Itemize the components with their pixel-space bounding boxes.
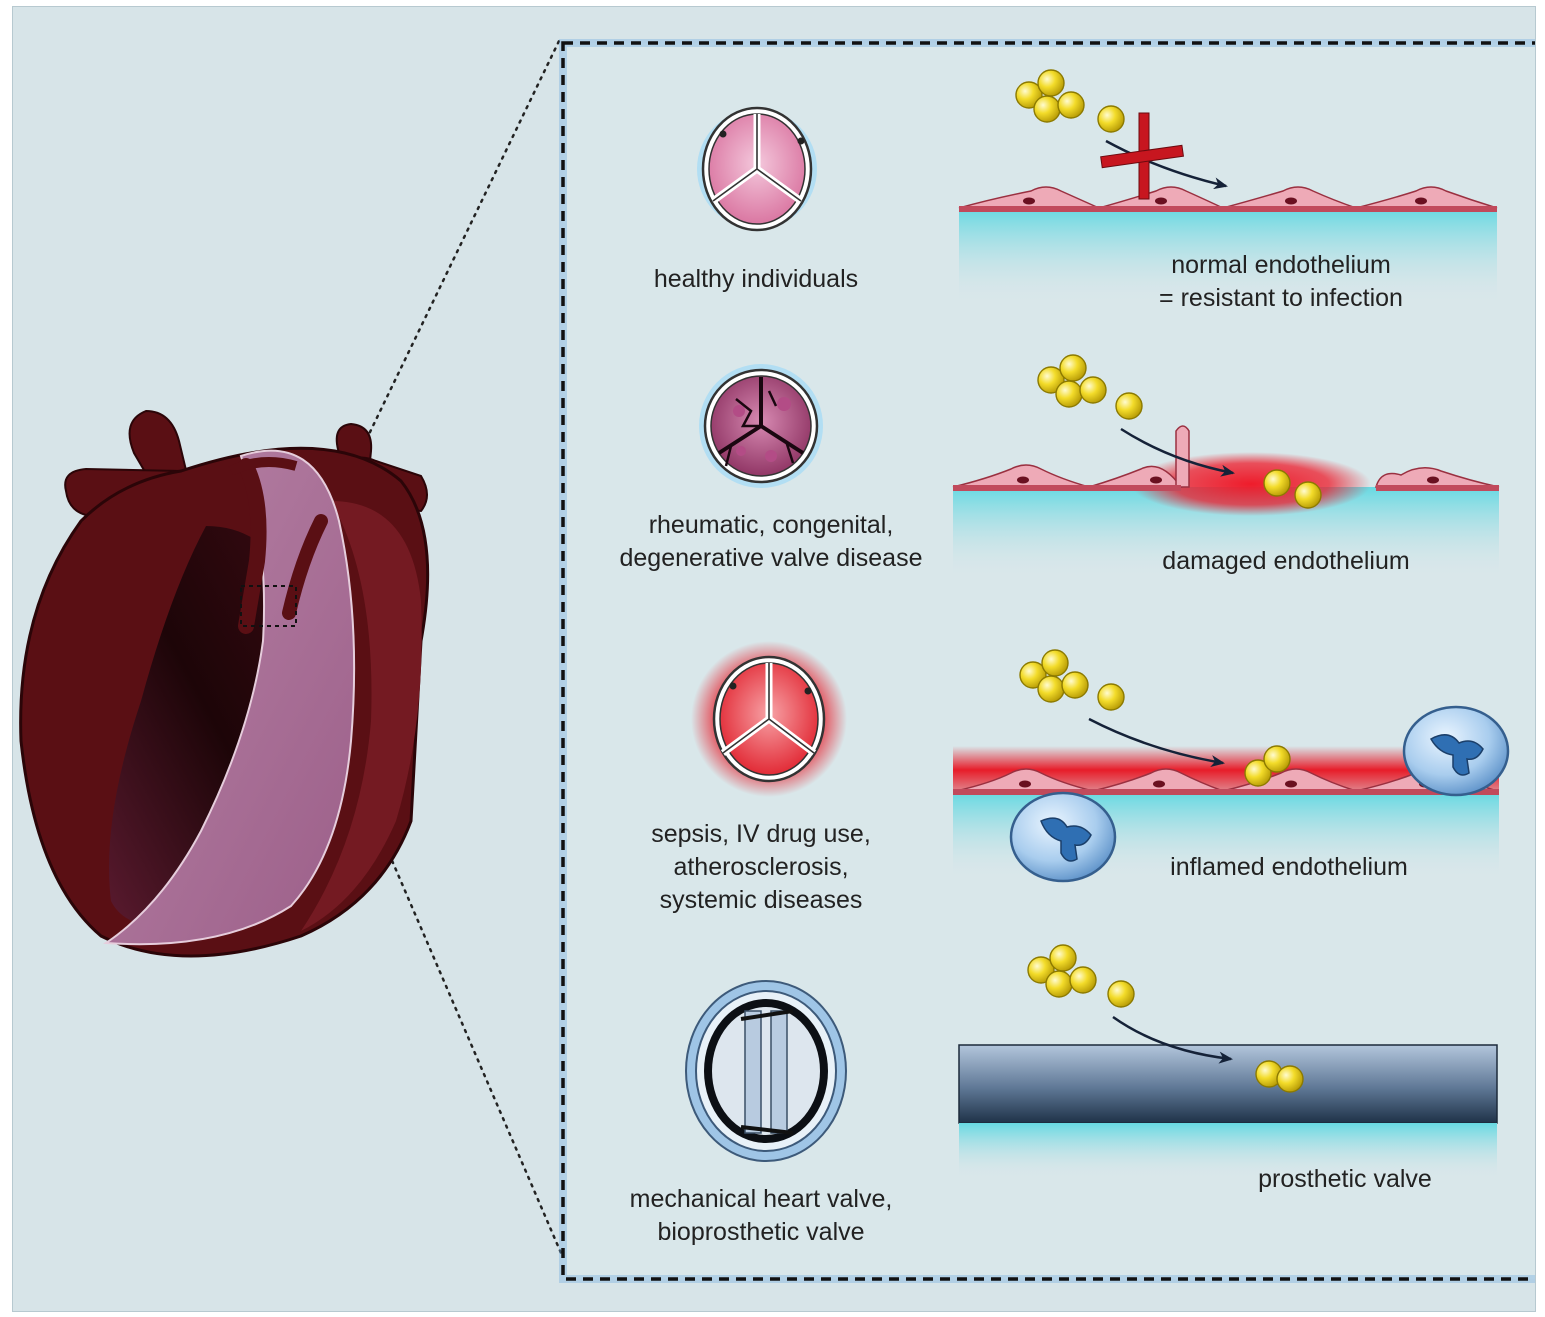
diagram-svg	[13, 7, 1536, 1312]
heart-illustration	[21, 411, 428, 956]
bacterium	[1295, 482, 1321, 508]
aortic-valve-damaged-icon	[699, 364, 823, 488]
condition-label-inflamed: sepsis, IV drug use, atherosclerosis, sy…	[616, 818, 906, 917]
aortic-valve-icon	[697, 108, 817, 230]
figure-canvas: healthy individuals normal endothelium =…	[12, 6, 1536, 1312]
endothelium-label-prosthetic: prosthetic valve	[1235, 1163, 1455, 1196]
condition-label-damaged: rheumatic, congenital, degenerative valv…	[601, 509, 941, 575]
leukocyte-icon	[1011, 793, 1115, 881]
bacterium	[1264, 470, 1290, 496]
bacterium	[1277, 1066, 1303, 1092]
endothelium-label-inflamed: inflamed endothelium	[1151, 851, 1427, 884]
bacterium	[1108, 981, 1134, 1007]
condition-label-healthy: healthy individuals	[621, 263, 891, 296]
condition-label-prosthetic: mechanical heart valve, bioprosthetic va…	[606, 1183, 916, 1249]
bacterium	[1098, 106, 1124, 132]
leukocyte-icon	[1404, 707, 1508, 795]
bacterium	[1116, 393, 1142, 419]
aortic-valve-inflamed-icon	[691, 641, 847, 797]
endothelium-label-damaged: damaged endothelium	[1151, 545, 1421, 578]
endothelium-label-normal: normal endothelium = resistant to infect…	[1131, 249, 1431, 315]
mechanical-valve-icon	[686, 981, 846, 1161]
prosthetic-surface	[959, 1045, 1497, 1123]
bacterium	[1098, 684, 1124, 710]
bacterium	[1264, 746, 1290, 772]
